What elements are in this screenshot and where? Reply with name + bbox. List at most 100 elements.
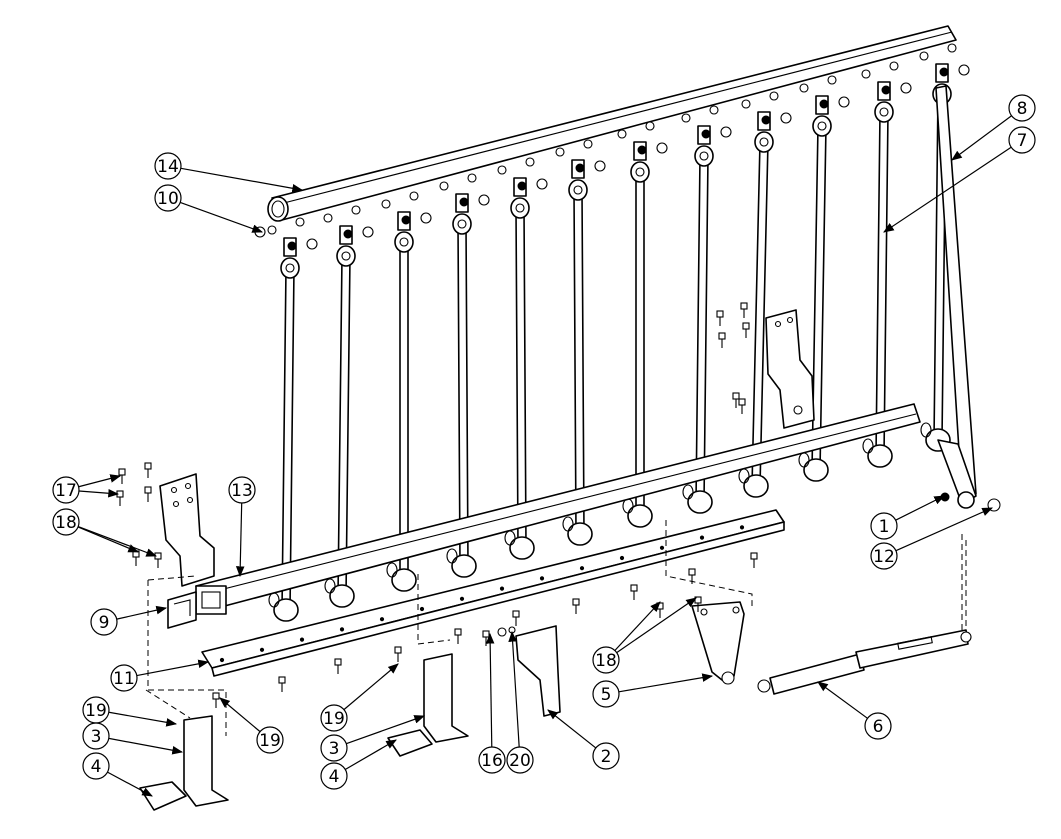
- base-hole: [699, 535, 705, 540]
- baluster: [439, 173, 490, 578]
- baluster: [861, 61, 912, 468]
- base-hole: [379, 617, 385, 622]
- callout-ring: [870, 542, 898, 570]
- telescopic-bar: [757, 629, 972, 695]
- callout-ring: [256, 726, 284, 754]
- screw: [132, 550, 140, 566]
- screw: [154, 552, 162, 568]
- baluster: [617, 121, 668, 528]
- alignment-lines: [145, 520, 967, 736]
- clip-left: [139, 715, 229, 811]
- screw: [118, 468, 126, 484]
- callout-19: 19: [219, 697, 284, 754]
- callout-19: 19: [82, 696, 178, 727]
- callout-ring: [228, 476, 256, 504]
- leader-arrow: [951, 115, 1012, 161]
- balusters: [267, 43, 970, 622]
- screw: [732, 392, 740, 408]
- callout-label: 4: [91, 757, 102, 777]
- callout-label: 13: [231, 481, 253, 501]
- callout-ring: [52, 508, 80, 536]
- callout-10: 10: [154, 184, 264, 233]
- screw: [742, 322, 750, 338]
- callout-16: 16: [478, 632, 506, 774]
- leader-arrow: [235, 502, 245, 578]
- end-cap: [167, 591, 197, 629]
- callout-9: 9: [90, 605, 168, 636]
- screw: [144, 462, 152, 478]
- callout-17: 17: [52, 474, 122, 504]
- callout-ring: [110, 664, 138, 692]
- screw: [278, 676, 286, 692]
- callout-ring: [52, 476, 80, 504]
- callout-ring: [154, 152, 182, 180]
- leader-arrow: [346, 715, 426, 745]
- baluster: [681, 105, 732, 514]
- callout-12: 12: [870, 507, 993, 570]
- leader-arrow: [136, 659, 210, 677]
- callout-18: 18: [592, 597, 697, 674]
- leader-arrow: [180, 201, 264, 233]
- callout-label: 10: [157, 189, 179, 209]
- callout-11: 11: [110, 659, 210, 692]
- callout-ring: [82, 722, 110, 750]
- callout-ring: [320, 734, 348, 762]
- leader-arrow: [219, 697, 261, 733]
- callout-label: 3: [329, 739, 340, 759]
- screw: [718, 332, 726, 348]
- leader-arrow: [78, 488, 120, 498]
- callout-18: 18: [52, 508, 158, 557]
- callout-ring: [82, 752, 110, 780]
- leader-arrow: [77, 526, 158, 557]
- callout-19: 19: [320, 663, 399, 732]
- callout-ring: [592, 680, 620, 708]
- callout-ring: [320, 704, 348, 732]
- leader-arrow: [547, 709, 597, 749]
- callout-20: 20: [506, 630, 534, 774]
- callout-ring: [592, 742, 620, 770]
- screw: [212, 692, 220, 708]
- leader-arrow: [343, 663, 399, 711]
- callout-3: 3: [320, 715, 426, 762]
- screw: [572, 598, 580, 614]
- base-hole: [739, 525, 745, 530]
- screw: [334, 658, 342, 674]
- screw: [144, 486, 152, 502]
- callout-14: 14: [154, 152, 304, 193]
- leader-arrow: [344, 739, 397, 770]
- callout-label: 19: [85, 701, 107, 721]
- screw: [482, 630, 490, 646]
- callout-label: 18: [55, 513, 77, 533]
- callout-label: 6: [873, 717, 884, 737]
- base-hole: [659, 545, 665, 550]
- callout-4: 4: [82, 752, 153, 797]
- bottom-channel-rail: [195, 403, 921, 615]
- screw: [656, 602, 664, 618]
- angle-bracket: [515, 625, 561, 717]
- washer: [497, 627, 507, 637]
- callout-1: 1: [870, 495, 945, 540]
- leader-arrow: [616, 597, 697, 654]
- screw: [394, 646, 402, 662]
- base-hole: [219, 657, 225, 663]
- callout-6: 6: [817, 681, 892, 740]
- screw: [750, 552, 758, 568]
- top-rail: [267, 25, 957, 222]
- callout-label: 9: [99, 613, 110, 633]
- callout-label: 5: [601, 685, 612, 705]
- screw: [630, 584, 638, 600]
- leader-arrow: [108, 711, 178, 727]
- clip-middle: [387, 653, 469, 757]
- base-hole: [499, 586, 505, 591]
- base-hole: [539, 576, 545, 581]
- leader-arrow: [895, 507, 993, 552]
- callout-ring: [90, 608, 118, 636]
- callout-2: 2: [547, 709, 620, 770]
- bolt: [254, 226, 266, 238]
- callout-label: 19: [259, 731, 281, 751]
- base-hole: [419, 606, 425, 612]
- leader-arrow: [77, 526, 139, 553]
- screw: [716, 310, 724, 326]
- screw: [688, 568, 696, 584]
